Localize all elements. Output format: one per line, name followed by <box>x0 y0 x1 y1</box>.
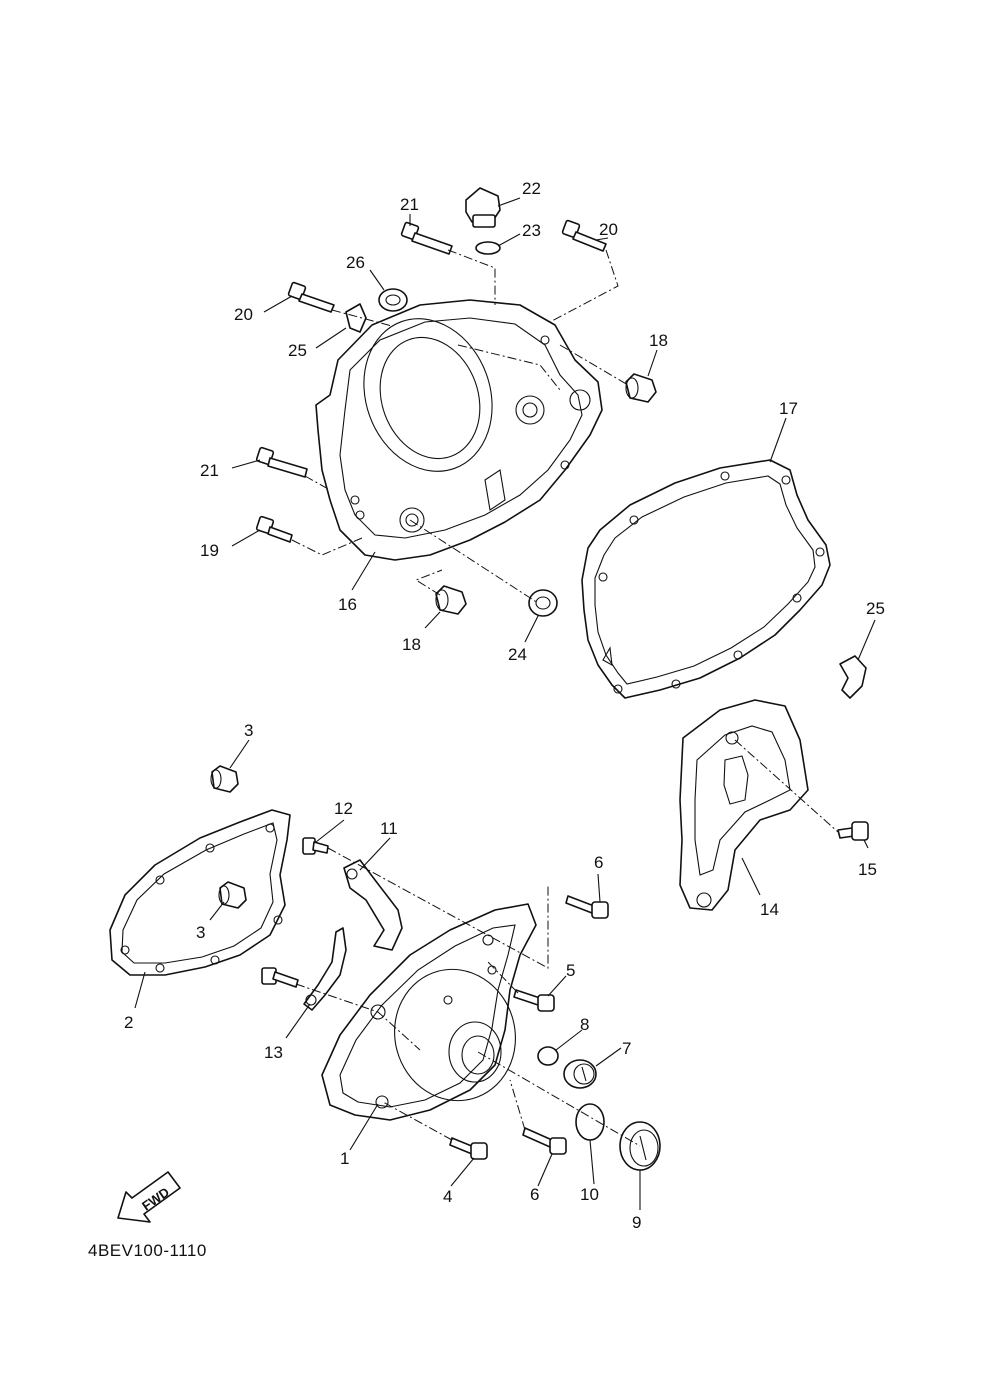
callout-5: 5 <box>566 961 575 980</box>
o-ring-8 <box>537 1046 559 1066</box>
oil-seal-26 <box>378 288 408 312</box>
callout-11: 11 <box>380 819 398 838</box>
sprocket-cover-14 <box>679 699 809 911</box>
bolt-20-left <box>287 281 335 313</box>
callout-25-right: 25 <box>866 599 885 618</box>
dowel-pin-3-upper <box>210 765 239 793</box>
alignment-lines <box>291 249 839 1147</box>
callout-labels: 22 21 23 20 26 20 25 18 17 21 19 16 25 1… <box>124 179 885 1232</box>
callout-26: 26 <box>346 253 365 272</box>
o-ring-23 <box>475 241 501 255</box>
clip-25-upper <box>345 303 367 333</box>
callout-16: 16 <box>338 595 357 614</box>
callout-25-upper: 25 <box>288 341 307 360</box>
bolt-6-upper <box>565 895 609 919</box>
callout-20-left: 20 <box>234 305 253 324</box>
callout-7: 7 <box>622 1039 631 1058</box>
callout-15: 15 <box>858 860 877 879</box>
callout-2: 2 <box>124 1013 133 1032</box>
callout-6-upper: 6 <box>594 853 603 872</box>
bolt-15 <box>837 821 869 841</box>
callout-10: 10 <box>580 1185 599 1204</box>
callout-14: 14 <box>760 900 779 919</box>
o-ring-10 <box>575 1103 605 1141</box>
callout-6-lower: 6 <box>530 1185 539 1204</box>
callout-13: 13 <box>264 1043 283 1062</box>
bolt-19 <box>255 515 293 543</box>
callout-9: 9 <box>632 1213 641 1232</box>
diagram-code: 4BEV100-1110 <box>88 1241 207 1260</box>
callout-17: 17 <box>779 399 798 418</box>
callout-18-lower: 18 <box>402 635 421 654</box>
callout-3-lower: 3 <box>196 923 205 942</box>
callout-22: 22 <box>522 179 541 198</box>
plug-7 <box>563 1059 597 1089</box>
callout-1: 1 <box>340 1149 349 1168</box>
fwd-arrow-icon: FWD <box>117 1171 181 1223</box>
crankcase-cover-16 <box>315 299 603 561</box>
bolt-6-lower <box>522 1127 567 1155</box>
dowel-pin-18-upper <box>625 373 657 403</box>
gasket-2 <box>109 809 291 976</box>
oil-filler-plug-22 <box>465 187 501 228</box>
callout-8: 8 <box>580 1015 589 1034</box>
crankcase-cover-1 <box>321 903 537 1121</box>
bracket-13 <box>261 927 347 1011</box>
callout-4: 4 <box>443 1187 452 1206</box>
leader-lines <box>134 197 876 1210</box>
bolt-21-left <box>255 446 308 478</box>
callout-3-upper: 3 <box>244 721 253 740</box>
bolt-5 <box>513 989 555 1012</box>
clip-25-right <box>839 655 867 699</box>
callout-23: 23 <box>522 221 541 240</box>
gasket-17 <box>581 459 831 699</box>
bolt-4 <box>449 1137 488 1160</box>
callout-21-left: 21 <box>200 461 219 480</box>
dowel-pin-18-lower <box>435 585 467 615</box>
oil-seal-24 <box>528 589 558 617</box>
callout-18-upper: 18 <box>649 331 668 350</box>
callout-19: 19 <box>200 541 219 560</box>
callout-12: 12 <box>334 799 353 818</box>
bolt-21-top <box>400 221 453 255</box>
callout-21-top: 21 <box>400 195 419 214</box>
callout-24: 24 <box>508 645 527 664</box>
callout-20-right: 20 <box>599 220 618 239</box>
bolt-12 <box>302 837 329 855</box>
bracket-11 <box>343 859 403 951</box>
